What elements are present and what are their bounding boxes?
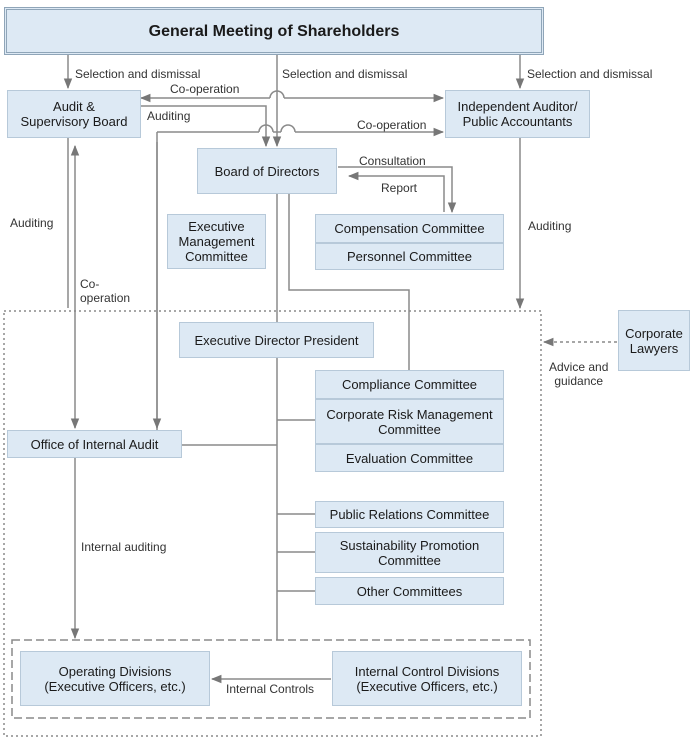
executive-director-president-box: Executive Director President xyxy=(179,322,374,358)
compensation-committee-box: Compensation Committee xyxy=(315,214,504,243)
auditing-label-right: Auditing xyxy=(528,219,572,233)
independent-auditor-box: Independent Auditor/ Public Accountants xyxy=(445,90,590,138)
report-label: Report xyxy=(381,181,418,195)
internal-auditing-label: Internal auditing xyxy=(81,540,167,554)
corporate-lawyers-box: Corporate Lawyers xyxy=(618,310,690,371)
other-committees-box: Other Committees xyxy=(315,577,504,605)
internal-controls-label: Internal Controls xyxy=(226,682,315,696)
risk-management-committee-box: Corporate Risk Management Committee xyxy=(315,399,504,444)
general-meeting-box: General Meeting of Shareholders xyxy=(4,7,544,55)
audit-supervisory-board-box: Audit & Supervisory Board xyxy=(7,90,141,138)
executive-management-committee-box: Executive Management Committee xyxy=(167,214,266,269)
selection-label-center: Selection and dismissal xyxy=(282,67,408,81)
company-boundary xyxy=(3,310,542,737)
sustainability-promotion-committee-box: Sustainability Promotion Committee xyxy=(315,532,504,573)
board-of-directors-box: Board of Directors xyxy=(197,148,337,194)
cooperation-label-top: Co-operation xyxy=(170,82,240,96)
personnel-committee-box: Personnel Committee xyxy=(315,243,504,270)
office-of-internal-audit-box: Office of Internal Audit xyxy=(7,430,182,458)
auditing-label-top: Auditing xyxy=(147,109,191,123)
divisions-group xyxy=(11,639,531,719)
evaluation-committee-box: Evaluation Committee xyxy=(315,444,504,472)
auditing-label-left: Auditing xyxy=(10,216,54,230)
selection-label-right: Selection and dismissal xyxy=(527,67,653,81)
public-relations-committee-box: Public Relations Committee xyxy=(315,501,504,528)
operating-divisions-box: Operating Divisions (Executive Officers,… xyxy=(20,651,210,706)
cooperation-label-mid: Co-operation xyxy=(357,118,427,132)
consultation-label: Consultation xyxy=(359,154,426,168)
internal-control-divisions-box: Internal Control Divisions (Executive Of… xyxy=(332,651,522,706)
cooperation-label-vertical: Co- operation xyxy=(80,277,131,305)
advice-guidance-label: Advice and guidance xyxy=(549,360,609,388)
compliance-committee-box: Compliance Committee xyxy=(315,370,504,399)
selection-label-left: Selection and dismissal xyxy=(75,67,201,81)
